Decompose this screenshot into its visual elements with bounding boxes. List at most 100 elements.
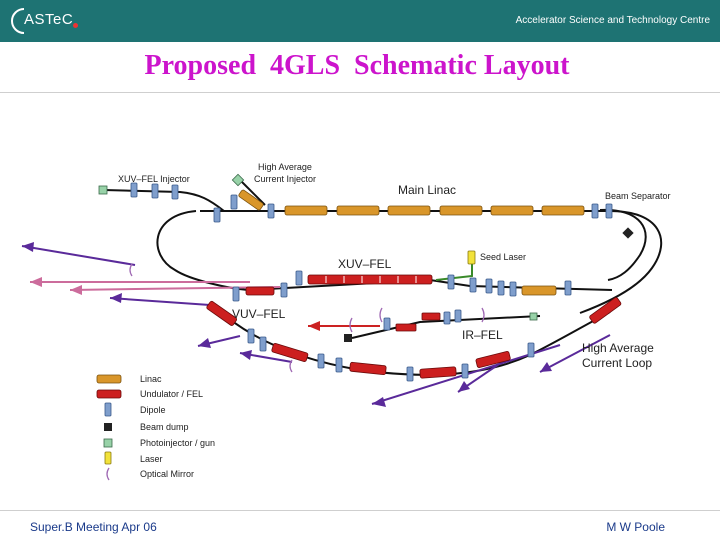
- legend-beam-dump-swatch: [104, 423, 112, 431]
- photoinjector-gun: [529, 312, 538, 321]
- legend-dipole-label: Dipole: [140, 405, 166, 415]
- dipole: [443, 311, 451, 325]
- main-beamline: [200, 210, 663, 314]
- xuv-injector-line: [103, 189, 225, 212]
- footer-divider: [0, 510, 720, 511]
- arrow-head: [110, 293, 122, 303]
- legend-linac-label: Linac: [140, 374, 162, 384]
- legend-laser-label: Laser: [140, 454, 163, 464]
- legend-mirror-swatch: [106, 467, 110, 481]
- dipole: [335, 357, 343, 373]
- legend-beam-dump-label: Beam dump: [140, 422, 189, 432]
- centre-name: Accelerator Science and Technology Centr…: [515, 15, 710, 26]
- linac-module: [387, 205, 431, 216]
- optical-mirror: [379, 307, 383, 323]
- dipole: [259, 336, 267, 352]
- dipole: [485, 278, 493, 294]
- label-vuv-fel: VUV–FEL: [232, 307, 286, 321]
- arrow-head: [240, 350, 252, 360]
- arrow-head: [30, 277, 42, 287]
- label-seed-laser: Seed Laser: [480, 252, 526, 262]
- seed-laser: [467, 250, 476, 265]
- arrow-head: [198, 338, 211, 348]
- astec-logo-icon: [11, 8, 25, 34]
- legend-linac-swatch: [96, 374, 122, 384]
- dipole: [406, 366, 414, 382]
- dipole: [171, 184, 179, 200]
- undulator: [421, 312, 441, 321]
- dipole: [564, 280, 572, 296]
- dipole: [213, 207, 221, 223]
- linac-module: [284, 205, 328, 216]
- legend-laser-swatch: [104, 451, 112, 465]
- hac-injector-line: [239, 179, 266, 206]
- photon-beam-purple-vuv: [109, 297, 211, 306]
- dipole: [461, 363, 469, 379]
- label-xuv-injector: XUV–FEL Injector: [118, 174, 190, 184]
- arrow-head: [540, 362, 552, 372]
- legend-undulator-label: Undulator / FEL: [140, 389, 203, 399]
- legend: Linac Undulator / FEL Dipole Beam dump P…: [96, 374, 215, 481]
- arrow-head: [458, 381, 470, 392]
- dipole: [509, 281, 517, 297]
- inner-loop: [599, 208, 647, 281]
- dipole: [232, 286, 240, 302]
- linac-module: [541, 205, 585, 216]
- optical-mirror: [349, 317, 353, 333]
- undulator: [349, 361, 387, 376]
- arrow-head: [22, 242, 34, 252]
- label-hac-injector: High Average: [258, 162, 312, 172]
- dipole: [383, 317, 391, 331]
- linac-module: [521, 285, 557, 296]
- undulator-xuv: [307, 274, 433, 285]
- dipole: [295, 270, 303, 286]
- linac-module: [439, 205, 483, 216]
- linac-module: [238, 189, 264, 211]
- arrow-head: [308, 321, 320, 331]
- photon-beam-pink-2: [69, 286, 281, 291]
- undulator: [206, 300, 238, 326]
- linac-module: [490, 205, 534, 216]
- legend-photoinjector-swatch: [103, 438, 113, 448]
- dipole: [317, 353, 325, 369]
- label-ir-fel: IR–FEL: [462, 328, 503, 342]
- arrow-head: [372, 397, 386, 407]
- dipole: [280, 282, 288, 298]
- arrow-head: [70, 285, 82, 295]
- logo-text: ASTeC: [24, 11, 74, 28]
- label-xuv-fel: XUV–FEL: [338, 257, 392, 271]
- return-loop: [156, 210, 251, 291]
- label-beam-separator: Beam Separator: [605, 191, 671, 201]
- undulator: [271, 343, 309, 362]
- dipole: [151, 183, 159, 199]
- label-hac-loop: High Average: [582, 341, 654, 355]
- beam-dump: [344, 334, 352, 342]
- undulator: [589, 297, 622, 324]
- dipole: [447, 274, 455, 290]
- dipole: [497, 280, 505, 296]
- optical-mirror: [289, 359, 293, 373]
- dipole: [605, 203, 613, 219]
- photon-beam-purple-7: [539, 334, 611, 373]
- optical-mirror: [129, 263, 133, 277]
- legend-undulator-swatch: [96, 389, 122, 399]
- ir-beamline: [351, 315, 541, 339]
- photoinjector-gun: [98, 185, 108, 195]
- legend-photoinjector-label: Photoinjector / gun: [140, 438, 215, 448]
- dipole: [130, 182, 138, 198]
- undulator: [245, 286, 275, 296]
- dipole: [230, 194, 238, 210]
- dipole: [247, 328, 255, 344]
- beam-dump: [622, 227, 634, 239]
- photoinjector-gun: [231, 173, 245, 187]
- photon-beam-xuv: [21, 245, 136, 266]
- legend-dipole-swatch: [104, 402, 112, 417]
- undulator: [419, 366, 457, 379]
- legend-mirror-label: Optical Mirror: [140, 469, 194, 479]
- footer-right: M W Poole: [606, 520, 665, 534]
- undulator: [395, 323, 417, 332]
- footer-left: Super.B Meeting Apr 06: [30, 520, 157, 534]
- dipole: [454, 309, 462, 323]
- header-bar: ASTeC Accelerator Science and Technology…: [0, 0, 720, 42]
